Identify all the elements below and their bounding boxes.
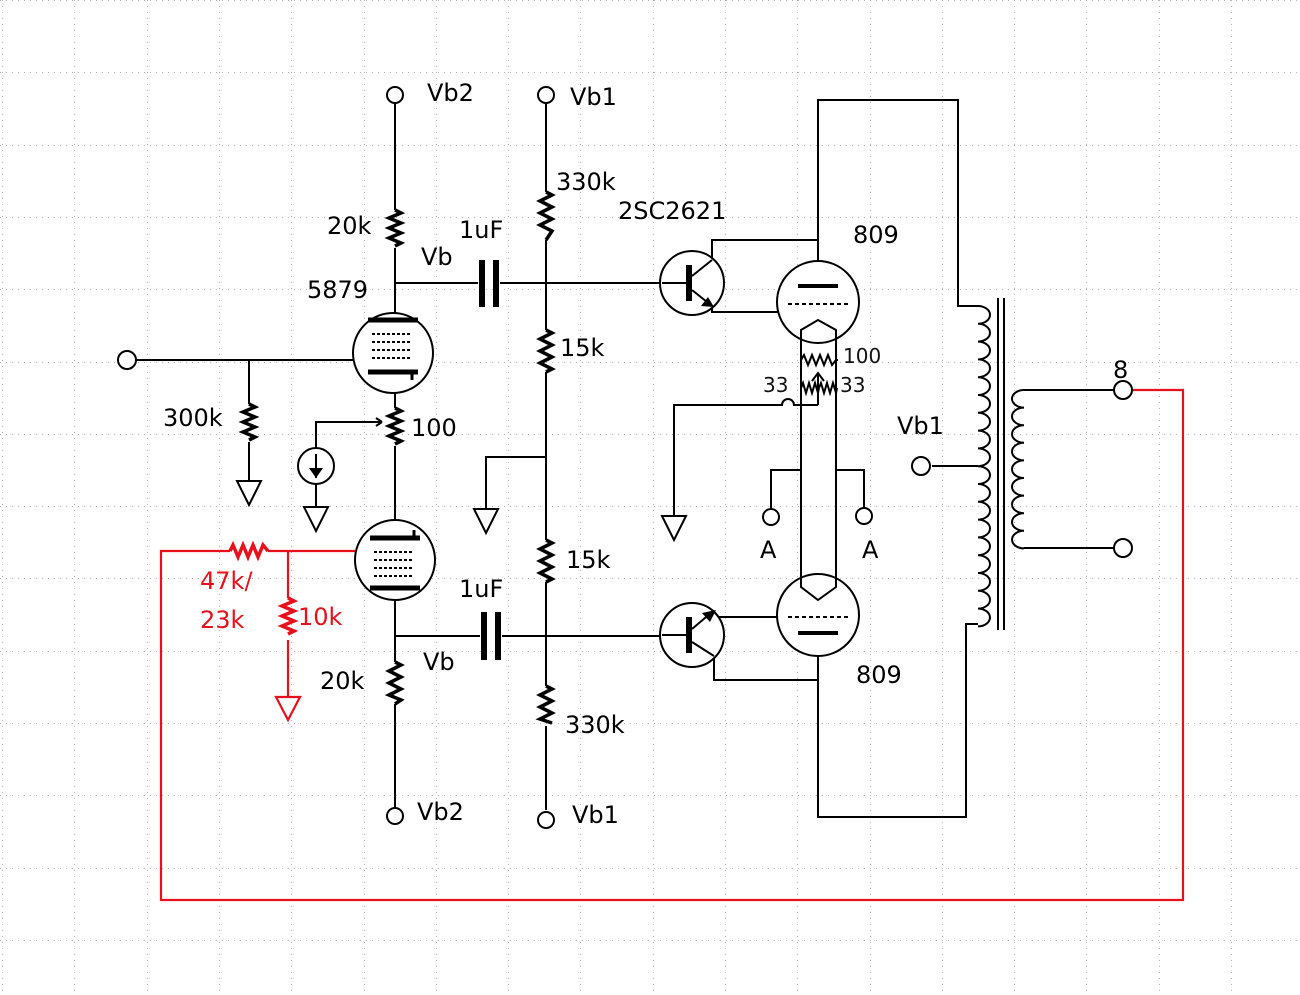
label-100: 100	[411, 414, 457, 442]
label-vb1-bottom: Vb1	[572, 801, 619, 829]
label-vb2-bottom: Vb2	[417, 798, 464, 826]
terminal-out-8	[1113, 380, 1133, 400]
feedback-loop	[159, 388, 1185, 902]
label-330k-bottom: 330k	[565, 711, 625, 739]
label-2sc2621: 2SC2621	[618, 197, 726, 225]
wire-top-plate	[817, 99, 978, 307]
ground-feedback	[274, 695, 302, 723]
terminal-vb1-top	[537, 86, 555, 104]
label-vb1-ct: Vb1	[897, 412, 944, 440]
terminals	[117, 86, 1133, 829]
wire-a-left	[770, 469, 801, 508]
resistor-20k-top	[384, 208, 406, 248]
primary-winding	[977, 305, 991, 628]
label-5879: 5879	[307, 276, 368, 304]
pot-wiper-arrow	[375, 417, 383, 427]
label-1uf-bottom: 1uF	[459, 575, 503, 603]
terminal-vb2-top	[386, 86, 404, 104]
resistor-47k	[228, 540, 270, 562]
capacitor-1uf-bottom	[481, 612, 501, 660]
resistor-100	[384, 406, 406, 446]
ground-bias	[472, 508, 500, 536]
grounds	[235, 480, 688, 543]
resistors	[238, 190, 838, 725]
ground-hum-pot	[660, 515, 688, 543]
resistor-hum-33-right	[818, 379, 838, 397]
terminal-vb2-bottom	[386, 807, 404, 825]
ground-current-source	[302, 506, 330, 534]
resistor-hum-100	[800, 352, 838, 368]
capacitors	[479, 260, 501, 660]
label-20k-bottom: 20k	[320, 667, 365, 695]
tube-5879-bottom	[354, 519, 436, 601]
label-vb-top: Vb	[421, 243, 453, 271]
wire-hum-pot-ground	[673, 398, 818, 515]
transistor-top	[659, 250, 725, 316]
wire-q1-collector	[711, 239, 819, 262]
hum-pot-wiper	[811, 371, 825, 405]
wire-bias-ground	[485, 456, 546, 508]
resistor-10k	[277, 596, 299, 636]
resistor-300k	[238, 402, 260, 442]
wire-bottom-plate	[817, 623, 978, 818]
label-out-8: 8	[1113, 356, 1128, 384]
label-vb-bottom: Vb	[423, 648, 455, 676]
feedback-network: 47k/ 23k 10k	[159, 388, 1185, 902]
resistor-330k-bottom	[535, 684, 556, 725]
ground-300k	[235, 480, 263, 508]
terminal-a-left	[762, 508, 780, 526]
label-15k-bottom: 15k	[566, 546, 611, 574]
wire-q2-collector	[711, 610, 782, 618]
label-vb2-top: Vb2	[427, 79, 474, 107]
label-1uf-top: 1uF	[459, 216, 503, 244]
resistor-330k-top	[536, 190, 556, 241]
label-15k-top: 15k	[560, 334, 605, 362]
label-330k-top: 330k	[556, 168, 616, 196]
label-20k-top: 20k	[327, 212, 372, 240]
label-809-top: 809	[853, 221, 899, 249]
terminal-vb1-ct	[911, 456, 931, 476]
terminal-vb1-bottom	[537, 811, 555, 829]
label-33-left: 33	[763, 373, 788, 397]
secondary-winding	[1011, 389, 1025, 550]
transistor-bottom	[659, 602, 725, 668]
terminal-input	[117, 350, 137, 370]
label-300k: 300k	[163, 404, 223, 432]
label-a-left: A	[760, 536, 777, 564]
labels: Vb2 Vb1 330k 2SC2621 809 20k 1uF Vb 5879…	[163, 79, 1128, 829]
label-vb1-top: Vb1	[570, 83, 617, 111]
label-47k-line1: 47k/	[200, 567, 253, 595]
terminal-out-com	[1113, 538, 1133, 558]
current-source	[297, 447, 335, 485]
label-10k: 10k	[298, 603, 343, 631]
tube-5879-top	[352, 312, 434, 394]
label-809-bottom: 809	[856, 661, 902, 689]
wire-a-right	[836, 469, 865, 508]
label-100-hum: 100	[843, 344, 881, 368]
wire-secondary	[1024, 389, 1115, 549]
label-33-right: 33	[840, 373, 865, 397]
resistor-15k-bottom	[536, 538, 556, 584]
label-47k-line2: 23k	[200, 606, 245, 634]
wire-q1-emitter	[711, 306, 785, 313]
output-transformer	[977, 298, 1025, 630]
resistor-15k-top	[536, 328, 556, 374]
resistor-20k-bottom	[384, 660, 405, 706]
tube-809-bottom	[776, 573, 860, 657]
resistor-hum-33-left	[800, 379, 820, 397]
capacitor-1uf-top	[479, 260, 499, 307]
label-a-right: A	[862, 536, 879, 564]
terminal-a-right	[855, 507, 873, 525]
wire-q2-emitter	[713, 656, 818, 681]
tube-809-top	[776, 260, 860, 344]
wire-filament	[800, 330, 837, 580]
